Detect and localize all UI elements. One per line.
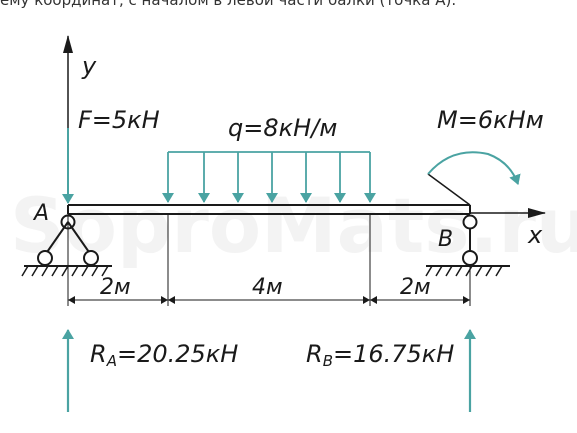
beam [67, 204, 471, 215]
dimension-label: 2м [100, 275, 131, 300]
dimension-label: 2м [400, 275, 431, 300]
moment-load [427, 151, 521, 206]
dimension-label: 4м [252, 275, 283, 300]
distributed-load [162, 151, 376, 203]
watermark: SoproMats.ru [10, 181, 577, 270]
moment-label: M=6кНм [437, 106, 544, 134]
reaction-b-symbol: R [306, 340, 323, 368]
y-axis-label: y [81, 52, 97, 80]
x-axis-label: x [527, 221, 543, 249]
distributed-load-label: q=8кН/м [228, 114, 337, 142]
caption-text: ему координат, с началом в левой части б… [0, 0, 457, 9]
moment-arc-arrow [427, 151, 521, 185]
dimension-lines [67, 214, 471, 306]
point-force-label: F=5кН [78, 106, 160, 134]
support-b-roller [425, 214, 510, 277]
reaction-a-subscript: A [106, 352, 117, 370]
reaction-b-subscript: B [323, 352, 333, 370]
support-b-label: B [438, 227, 453, 252]
reaction-a-value: =20.25кН [117, 340, 238, 368]
support-a-label: A [32, 201, 49, 226]
reaction-b-label: RB=16.75кН [306, 340, 454, 370]
reaction-a-label: RA=20.25кН [90, 340, 238, 370]
reaction-b-value: =16.75кН [333, 340, 454, 368]
reaction-a-symbol: R [90, 340, 107, 368]
